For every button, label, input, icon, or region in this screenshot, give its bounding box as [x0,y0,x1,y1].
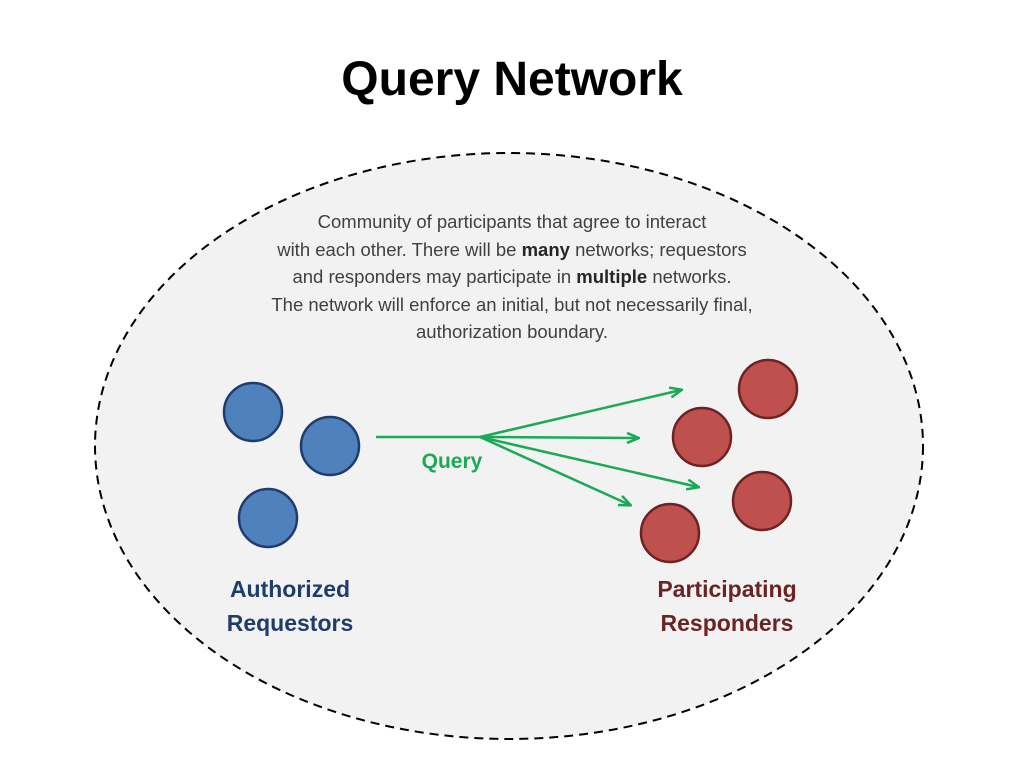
responder-node [737,358,799,420]
description-text: and responders may participate in [292,266,577,287]
responder-node [731,470,793,532]
description-text: with each other. There will be [277,238,522,260]
requestor-node [237,487,299,549]
description-text: networks; requestors [569,238,747,260]
description-line: The network will enforce an initial, but… [271,293,753,315]
requestors-label-line: Requestors [226,610,354,636]
requestor-group [222,381,361,549]
query-arrow [479,435,698,487]
responders-label: Participating Responders [612,572,842,640]
responders-label-line: Participating [657,576,797,602]
slide-title: Query Network [341,53,683,106]
query-arrow [479,435,630,505]
responder-node [671,406,733,468]
query-arrow [479,390,681,439]
network-description: Community of participants that agree to … [212,208,812,346]
description-emphasis: multiple [576,266,648,287]
description-line: and responders may participate in multip… [212,263,812,291]
responders-label-line: Responders [660,610,794,636]
requestors-label: Authorized Requestors [180,572,400,640]
responder-node [639,502,701,564]
responder-group [639,358,799,564]
query-label: Query [421,450,483,473]
query-arrow [479,437,638,438]
description-emphasis: many [521,238,570,260]
description-text: networks. [647,266,732,287]
requestor-node [222,381,284,443]
description-line: with each other. There will be many netw… [212,236,812,264]
description-line: authorization boundary. [416,321,608,342]
network-boundary [94,152,924,740]
requestors-label-line: Authorized [229,576,351,602]
requestor-node [299,415,361,477]
description-line: Community of participants that agree to … [317,211,707,232]
query-arrows [376,390,698,505]
